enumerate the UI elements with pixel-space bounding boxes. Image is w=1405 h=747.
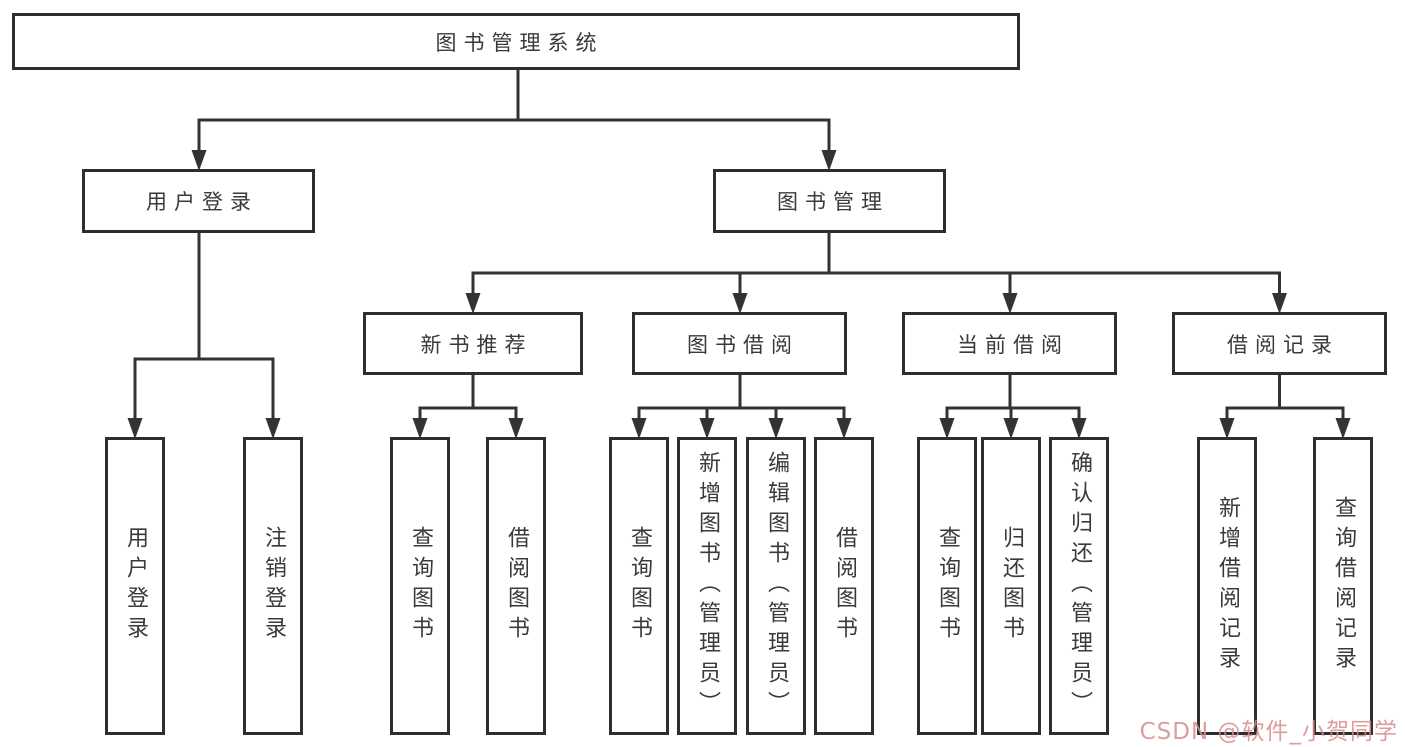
node-user-login: 用户登录 [82, 169, 315, 233]
arrow-down-icon [939, 418, 955, 439]
arrow-down-icon [1272, 293, 1287, 314]
leaf-add-borrow-record: 新增借阅记录 [1197, 437, 1257, 735]
node-label: 查询图书 [408, 526, 433, 646]
arrow-down-icon [1002, 293, 1018, 314]
arrow-down-icon [821, 150, 837, 171]
node-root: 图书管理系统 [12, 13, 1020, 70]
leaf-query-borrow-record: 查询借阅记录 [1313, 437, 1373, 735]
arrow-down-icon [1071, 418, 1087, 439]
node-new-book-recommend: 新书推荐 [363, 312, 583, 375]
leaf-query-books-recommend: 查询图书 [390, 437, 450, 735]
arrow-down-icon [699, 418, 715, 439]
arrow-down-icon [465, 293, 481, 314]
node-label: 确认归还（管理员） [1067, 451, 1092, 721]
node-label: 查询图书 [627, 526, 652, 646]
node-label: 用户登录 [146, 190, 258, 214]
node-label: 新书推荐 [420, 332, 533, 357]
node-borrow-record: 借阅记录 [1172, 312, 1387, 375]
node-label: 借阅记录 [1227, 332, 1339, 357]
connector-new-rec-to-leaves [412, 375, 524, 439]
leaf-query-books-current: 查询图书 [917, 437, 977, 735]
node-label: 图书借阅 [687, 332, 799, 357]
connector-root-to-level2 [191, 70, 837, 171]
leaf-logout: 注销登录 [243, 437, 303, 735]
leaf-edit-books-admin: 编辑图书（管理员） [746, 437, 806, 735]
node-label: 编辑图书（管理员） [764, 451, 789, 721]
arrow-down-icon [836, 418, 852, 439]
node-label: 查询借阅记录 [1331, 496, 1356, 676]
arrow-down-icon [508, 418, 524, 439]
watermark: CSDN @软件_小贺同学 [1139, 719, 1398, 745]
node-current-borrow: 当前借阅 [902, 312, 1117, 375]
arrow-down-icon [1003, 418, 1019, 439]
arrow-down-icon [265, 418, 281, 439]
connector-user-login-to-leaves [127, 233, 281, 439]
arrow-down-icon [127, 418, 143, 439]
node-label: 查询图书 [935, 526, 960, 646]
node-book-borrow: 图书借阅 [632, 312, 847, 375]
node-label: 新增图书（管理员） [695, 451, 720, 721]
node-label: 当前借阅 [957, 332, 1069, 357]
leaf-add-books-admin: 新增图书（管理员） [677, 437, 737, 735]
leaf-query-books: 查询图书 [609, 437, 669, 735]
arrow-down-icon [768, 418, 784, 439]
node-label: 图书管理系统 [435, 30, 604, 55]
leaf-borrow-books: 借阅图书 [814, 437, 874, 735]
arrow-down-icon [1335, 418, 1351, 439]
leaf-confirm-return-admin: 确认归还（管理员） [1049, 437, 1109, 735]
arrow-down-icon [732, 293, 748, 314]
connector-book-mgmt-to-level3 [465, 233, 1287, 314]
connector-borrow-to-leaves [631, 375, 852, 439]
node-label: 归还图书 [999, 526, 1024, 646]
node-book-management: 图书管理 [713, 169, 946, 233]
node-label: 新增借阅记录 [1215, 496, 1240, 676]
node-label: 借阅图书 [832, 526, 857, 646]
node-label: 注销登录 [261, 526, 286, 646]
arrow-down-icon [1219, 418, 1235, 439]
connector-current-to-leaves [939, 375, 1087, 439]
node-label: 借阅图书 [504, 526, 529, 646]
arrow-down-icon [412, 418, 428, 439]
node-label: 图书管理 [777, 190, 889, 214]
connector-record-to-leaves [1219, 375, 1351, 439]
node-label: 用户登录 [123, 526, 148, 646]
leaf-return-books: 归还图书 [981, 437, 1041, 735]
leaf-user-login: 用户登录 [105, 437, 165, 735]
leaf-borrow-books-recommend: 借阅图书 [486, 437, 546, 735]
arrow-down-icon [191, 150, 207, 171]
arrow-down-icon [631, 418, 647, 439]
